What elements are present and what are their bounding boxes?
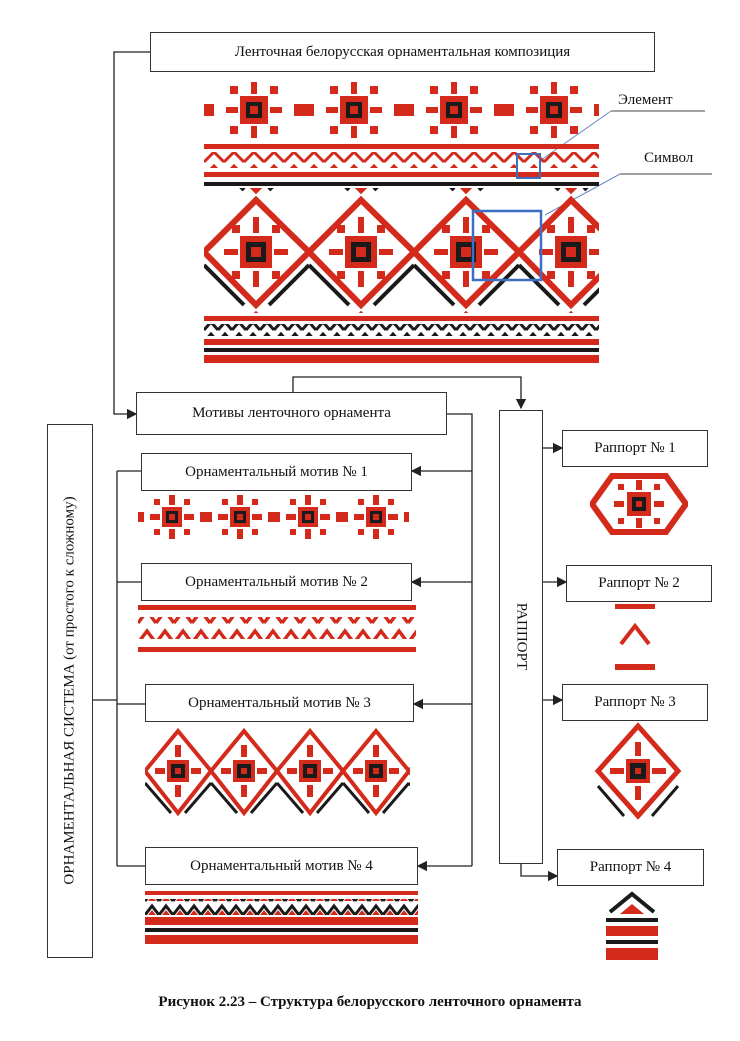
motif-2-ornament: [138, 605, 416, 652]
rapport-3-box: Раппорт № 3: [562, 684, 708, 721]
motif-3-box: Орнаментальный мотив № 3: [145, 684, 414, 722]
rapport-1-box: Раппорт № 1: [562, 430, 708, 467]
rapport-3-title: Раппорт № 3: [594, 694, 676, 710]
rapport-4-title: Раппорт № 4: [589, 859, 672, 875]
motives-bus-line: [447, 413, 473, 866]
figure-caption: Рисунок 2.23 – Структура белорусского ле…: [158, 994, 582, 1010]
rapport-3-ornament: [594, 722, 682, 820]
rapport-2-title: Раппорт № 2: [598, 575, 680, 591]
composition-title-box: Ленточная белорусская орнаментальная ком…: [150, 32, 655, 72]
rapport-1-title: Раппорт № 1: [594, 440, 676, 456]
element-highlight: [516, 153, 541, 179]
motif-1-title: Орнаментальный мотив № 1: [185, 463, 368, 480]
composition-title: Ленточная белорусская орнаментальная ком…: [234, 43, 571, 60]
motif-3-title: Орнаментальный мотив № 3: [188, 694, 371, 711]
main-ornament-composition: [204, 80, 599, 363]
motives-title: Мотивы ленточного орнамента: [192, 405, 391, 421]
motif-4-title: Орнаментальный мотив № 4: [190, 857, 373, 874]
motif-4-box: Орнаментальный мотив № 4: [145, 847, 418, 885]
motives-box: Мотивы ленточного орнамента: [136, 392, 447, 435]
rapport-box: [499, 410, 543, 864]
title-to-motives-arrow: [113, 51, 150, 420]
rapport-4-ornament: [606, 891, 658, 960]
rapport-2-box: Раппорт № 2: [566, 565, 712, 602]
motives-to-rapport-arrow: [292, 376, 527, 410]
rapport-4-box: Раппорт № 4: [557, 849, 704, 886]
element-label: Элемент: [618, 92, 673, 108]
motif-2-box: Орнаментальный мотив № 2: [141, 563, 412, 601]
rapport-label: РАППОРТ: [513, 602, 530, 671]
rapport-1-ornament: [590, 473, 688, 535]
motif-1-box: Орнаментальный мотив № 1: [141, 453, 412, 491]
symbol-highlight: [471, 209, 543, 282]
motif-1-ornament: [138, 494, 409, 540]
motif-3-ornament: [145, 725, 410, 818]
motif-2-title: Орнаментальный мотив № 2: [185, 573, 368, 590]
ornamental-system-label: ОРНАМЕНТАЛЬНАЯ СИСТЕМА (от простого к сл…: [61, 496, 78, 885]
symbol-label: Символ: [644, 150, 694, 166]
rapport-2-ornament: [615, 604, 655, 670]
motif-4-ornament: [145, 891, 418, 944]
ornamental-system-box: [47, 424, 93, 958]
